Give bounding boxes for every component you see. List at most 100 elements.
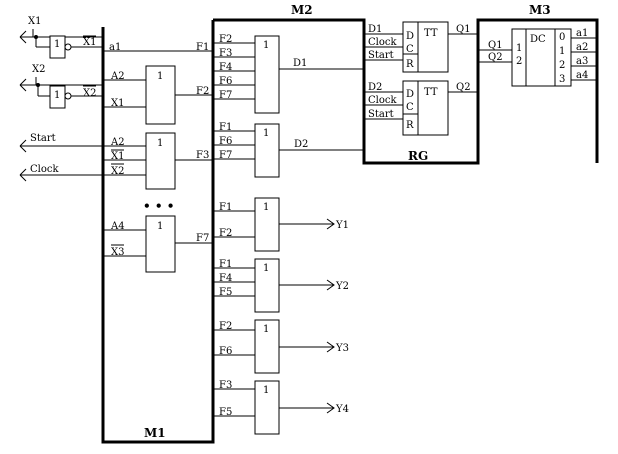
m2-gate-d1 [254,35,280,114]
rg-trigger-2-in-start: Start [368,109,394,120]
m3-out-a3: a3 [576,56,588,67]
rg-trigger-2-pin-r: R [406,120,414,131]
inverter-x2-symbol: 1 [54,90,60,101]
m3-in-q2: Q2 [488,52,503,63]
m2-gate-y2-in-1: F1 [219,259,232,270]
m1-gate-2-input-3: X2 [111,166,124,177]
m3-in-pin-2: 2 [516,56,522,67]
m3-type: DC [530,34,546,45]
rg-trigger-1-type: TT [424,28,438,39]
m3-out-a2: a2 [576,42,588,53]
inverter-x2-output-label: X2 [83,88,96,99]
m2-gate-y4-symbol: 1 [263,385,269,396]
module-rg-label: RG [408,149,428,163]
m2-gate-y2-symbol: 1 [263,263,269,274]
m2-gate-y3-in-2: F6 [219,346,232,357]
m1-gate-2 [145,132,176,190]
inverter-x1-symbol: 1 [54,39,60,50]
output-y4-label: Y4 [335,404,349,415]
m2-gate-d2-in-2: F6 [219,136,232,147]
rg-trigger-2-in-clock: Clock [368,95,397,106]
rg-trigger-1-output: Q1 [456,24,471,35]
m2-gate-y1-in-2: F2 [219,228,232,239]
module-m1-frame [101,20,215,444]
module-m3-label: M3 [529,3,551,17]
m2-gate-y1-in-1: F1 [219,202,232,213]
m1-ellipsis: • • • [143,199,174,213]
m3-out-pin-3: 3 [559,74,565,85]
input-clock-label: Clock [30,164,59,175]
m3-out-pin-2: 2 [559,60,565,71]
m3-out-a4: a4 [576,70,588,81]
m1-passthrough-in-label: a1 [109,42,121,53]
output-y2-label: Y2 [335,281,349,292]
m1-gate-2-input-1: A2 [110,137,125,148]
m3-decoder [511,28,572,87]
m2-gate-y3 [254,319,280,374]
rg-trigger-2-in-d: D2 [368,82,382,93]
m2-gate-d1-in-2: F3 [219,48,232,59]
m2-gate-y4 [254,380,280,435]
m1-gate-1-input-1: A2 [110,71,125,82]
m2-gate-y3-in-1: F2 [219,321,232,332]
input-start-label: Start [30,133,56,144]
m3-in-q1: Q1 [488,40,503,51]
m2-gate-d2-in-3: F7 [219,150,232,161]
m1-gate-1-symbol: 1 [157,71,163,82]
m2-gate-y2-in-2: F4 [219,273,232,284]
m2-gate-d1-in-3: F4 [219,62,232,73]
m1-gate-1-output: F2 [196,86,209,97]
m2-gate-y3-symbol: 1 [263,324,269,335]
m1-gate-3-input-2: X3 [111,247,124,258]
m2-gate-y2 [254,258,280,313]
rg-trigger-1-in-d: D1 [368,24,382,35]
rg-trigger-2-type: TT [424,87,438,98]
m2-gate-y4-in-2: F5 [219,407,232,418]
module-m1-label: M1 [144,426,166,440]
m1-gate-3 [145,215,176,273]
inversion-bubble [64,92,72,100]
m1-gate-1 [145,65,176,125]
module-m2-label: M2 [291,3,313,17]
m2-gate-d2 [254,123,280,178]
rg-trigger-1-in-clock: Clock [368,37,397,48]
rg-trigger-2-pin-c: C [406,102,414,113]
m1-gate-1-input-2: X1 [111,98,124,109]
rg-trigger-1 [402,21,449,73]
rg-trigger-2-pin-d: D [406,89,414,100]
m2-gate-d1-in-1: F2 [219,34,232,45]
m2-gate-d1-in-4: F6 [219,76,232,87]
m3-in-pin-1: 1 [516,43,522,54]
m2-gate-d1-in-5: F7 [219,90,232,101]
input-x1-label: X1 [28,16,41,27]
m1-passthrough-out-label: F1 [196,42,209,53]
m1-gate-3-input-1: A4 [110,221,125,232]
m2-gate-y1-symbol: 1 [263,202,269,213]
m1-gate-3-output: F7 [196,233,209,244]
rg-trigger-2 [402,80,449,136]
m2-gate-d2-in-1: F1 [219,122,232,133]
m2-gate-d1-symbol: 1 [263,40,269,51]
output-y3-label: Y3 [335,343,349,354]
m1-gate-2-output: F3 [196,150,209,161]
rg-trigger-1-pin-c: C [406,44,414,55]
m3-out-pin-1: 1 [559,46,565,57]
rg-trigger-2-output: Q2 [456,82,471,93]
m3-out-pin-0: 0 [559,32,565,43]
rg-trigger-1-pin-d: D [406,31,414,42]
m3-out-a1: a1 [576,28,588,39]
output-y1-label: Y1 [335,220,349,231]
inverter-x1-output-label: X1 [83,37,96,48]
m2-gate-d2-symbol: 1 [263,128,269,139]
m1-gate-2-input-2: X1 [111,151,124,162]
rg-trigger-1-in-start: Start [368,50,394,61]
m2-gate-y4-in-1: F3 [219,380,232,391]
rg-trigger-1-pin-r: R [406,59,414,70]
m1-gate-3-symbol: 1 [157,221,163,232]
m2-gate-d1-output: D1 [293,58,307,69]
input-x2-label: X2 [32,64,45,75]
m1-gate-2-symbol: 1 [157,138,163,149]
inversion-bubble [64,43,72,51]
module-m2-frame [213,18,599,165]
